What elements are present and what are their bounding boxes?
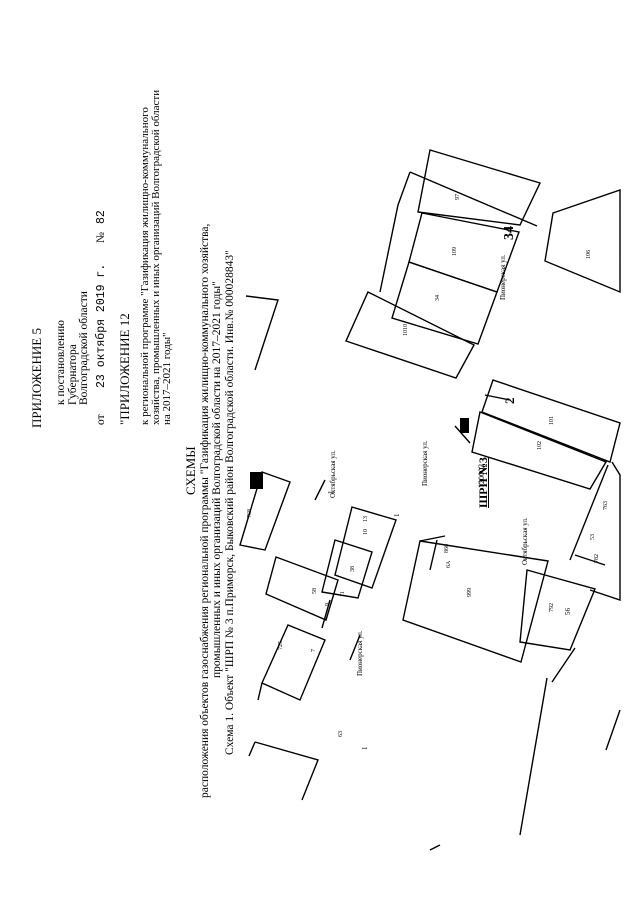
plot-label: 10 bbox=[363, 529, 369, 535]
parcel-outline bbox=[379, 171, 411, 293]
number-value: 82 bbox=[95, 210, 108, 224]
parcel-999 bbox=[402, 540, 549, 663]
region-text: Волгоградской области bbox=[78, 291, 90, 405]
schemes-title: СХЕМЫ bbox=[183, 446, 198, 495]
shrp-code: 120003 bbox=[477, 464, 486, 488]
plot-label: 1 bbox=[327, 490, 335, 495]
parcel-outline bbox=[254, 741, 319, 801]
street-label: Пионерская ул. bbox=[421, 440, 429, 486]
plot-label: 101 bbox=[549, 416, 555, 425]
plot-label: 6A bbox=[446, 560, 452, 568]
appendix-5-label: ПРИЛОЖЕНИЕ 5 bbox=[29, 328, 44, 428]
road-edge bbox=[429, 844, 441, 851]
parcel-97 bbox=[417, 149, 541, 226]
parcel-outline bbox=[419, 535, 446, 542]
parcel-101 bbox=[481, 379, 621, 463]
to-decree-text: к постановлению bbox=[55, 320, 67, 405]
plot-label: 1 bbox=[393, 513, 401, 518]
parcel-34 bbox=[391, 261, 498, 345]
plot-label: 34 bbox=[435, 295, 441, 301]
parcel-outline bbox=[551, 647, 576, 683]
plot-label: 768 bbox=[247, 509, 253, 518]
plot-label: 1 bbox=[361, 746, 369, 751]
parcel-38 bbox=[321, 539, 373, 599]
plot-label: 38 bbox=[350, 566, 356, 572]
street-label: Пионерская ул. bbox=[499, 254, 507, 300]
parcel-1010 bbox=[345, 291, 475, 379]
parcel-outline bbox=[589, 461, 621, 601]
appendix-12-label: "ПРИЛОЖЕНИЕ 12 bbox=[117, 313, 132, 425]
parcel-102 bbox=[471, 411, 608, 490]
street-label: Пионерская ул. bbox=[356, 630, 364, 676]
plot-label: 725 bbox=[278, 641, 284, 650]
plot-label: 58 bbox=[312, 588, 318, 594]
plot-label: 9 bbox=[325, 603, 331, 606]
block-number-34: 34 bbox=[502, 226, 517, 240]
plot-label: 13 bbox=[363, 516, 369, 522]
date-value: 23 октября 2019 г. bbox=[95, 263, 108, 388]
parcel-outline bbox=[574, 554, 606, 566]
plot-label: 7 bbox=[311, 649, 317, 652]
plot-label: 63 bbox=[338, 731, 344, 737]
parcel-outline bbox=[245, 295, 279, 371]
street-label: Октябрьская ул. bbox=[521, 517, 529, 565]
plot-label: 102 bbox=[537, 441, 543, 450]
parcel-725 bbox=[261, 624, 326, 701]
parcel-outline bbox=[257, 682, 263, 701]
date-prefix: от bbox=[95, 414, 107, 425]
plot-label: 109 bbox=[452, 247, 458, 256]
title-line-1: расположения объектов газоснабжения реги… bbox=[199, 223, 211, 798]
plot-label: 1010 bbox=[403, 324, 409, 336]
program-line-3: на 2017–2021 годы" bbox=[161, 332, 173, 425]
plot-label: 792 bbox=[549, 603, 555, 612]
parcel-58-11 bbox=[265, 556, 339, 621]
road-edge bbox=[519, 677, 548, 836]
parcel-outline bbox=[409, 171, 538, 227]
title-line-2: промышленных и иных организаций Волгогра… bbox=[211, 281, 223, 678]
plot-label: 763 bbox=[603, 501, 609, 510]
leader-line bbox=[454, 425, 471, 444]
plot-label: 53 bbox=[590, 534, 596, 540]
parcel-outline bbox=[321, 599, 331, 629]
road-edge bbox=[605, 709, 621, 751]
number-sign: № bbox=[95, 232, 107, 243]
plot-label: 999 bbox=[467, 588, 473, 597]
plot-label: 11 bbox=[340, 591, 346, 597]
plot-label: 106 bbox=[586, 250, 592, 259]
parcel-outline bbox=[484, 394, 511, 401]
plot-label: 56 bbox=[564, 608, 572, 615]
shrp-marker bbox=[460, 418, 469, 433]
plot-label: 782 bbox=[594, 554, 600, 563]
parcel-outline bbox=[248, 741, 256, 757]
parcel-outline bbox=[349, 634, 361, 661]
building-marker bbox=[250, 472, 263, 489]
parcel-106 bbox=[544, 189, 621, 294]
parcel-outline bbox=[314, 479, 326, 501]
block-number-2: 2 bbox=[502, 397, 517, 405]
parcel-outline bbox=[429, 539, 438, 571]
title-line-3: Схема 1. Объект "ШРП № 3 п.Приморск, Бык… bbox=[224, 250, 236, 755]
parcel-768 bbox=[239, 471, 291, 551]
parcel-outline bbox=[569, 464, 609, 561]
plot-label: 97 bbox=[455, 194, 461, 200]
plot-label: 866 bbox=[444, 544, 450, 553]
parcel-792 bbox=[519, 569, 596, 651]
parcel-10-13 bbox=[334, 506, 397, 589]
